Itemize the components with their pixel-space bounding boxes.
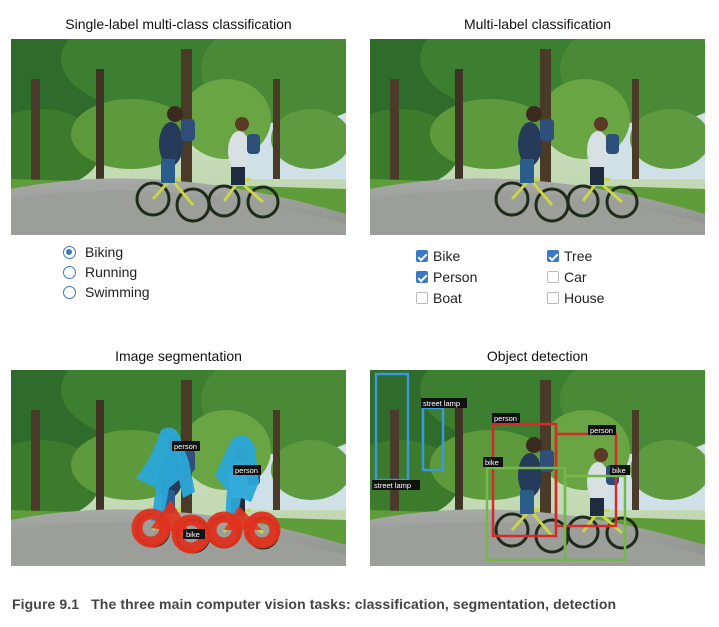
checkbox-unchecked-icon[interactable] [416,292,428,304]
detection-title: Object detection [486,348,589,364]
mask-label: person [235,466,258,475]
multi-label-title: Multi-label classification [463,16,612,32]
box-label-bg [610,465,630,475]
box-label: bike [485,458,499,467]
box-label: street lamp [374,481,411,490]
detection-photo: street lamp street lamp person person bi… [370,370,705,566]
checkbox-label: Tree [564,248,593,264]
caption-text: The three main computer vision tasks: cl… [91,596,617,612]
checkbox-checked-icon[interactable] [416,250,428,262]
box-label: person [590,426,613,435]
checkbox-label: Bike [433,248,461,264]
checkbox-label: Car [564,269,587,285]
checkbox-label: House [564,290,605,306]
radio-selected-icon[interactable] [63,246,76,259]
mask-label-bg [172,441,200,451]
mask-label-bg [183,529,205,539]
radio-label: Biking [85,244,124,260]
mask-label: person [174,442,197,451]
single-label-title: Single-label multi-class classification [65,16,292,32]
segmentation-photo: person person bike [11,370,346,566]
box-label-bg [588,425,616,435]
radio-unselected-icon[interactable] [63,266,76,279]
radio-unselected-icon[interactable] [63,286,76,299]
person-mask [215,435,259,520]
box-label: street lamp [423,399,460,408]
biking-photo [11,39,346,235]
checkbox-label: Boat [433,290,462,306]
person-box [554,432,618,528]
checkbox-unchecked-icon[interactable] [547,271,559,283]
box-label: person [494,414,517,423]
segmentation-title: Image segmentation [115,348,242,364]
radio-label: Running [85,264,138,280]
checkbox-checked-icon[interactable] [416,271,428,283]
box-label-bg [483,457,503,467]
box-label-bg [492,413,520,423]
box-label-bg [421,398,467,408]
person-mask [136,427,195,522]
mask-label-bg [233,465,261,475]
biking-photo [370,39,705,235]
box-label-bg [372,480,420,490]
checkbox-checked-icon[interactable] [547,250,559,262]
checkbox-label: Person [433,269,478,285]
figure-number: Figure 9.1 [12,596,80,612]
checkbox-unchecked-icon[interactable] [547,292,559,304]
radio-label: Swimming [85,284,150,300]
figure-caption: Figure 9.1 The three main computer vision… [12,596,616,612]
box-label: bike [612,466,626,475]
bike-box [563,474,627,562]
mask-label: bike [186,530,200,539]
